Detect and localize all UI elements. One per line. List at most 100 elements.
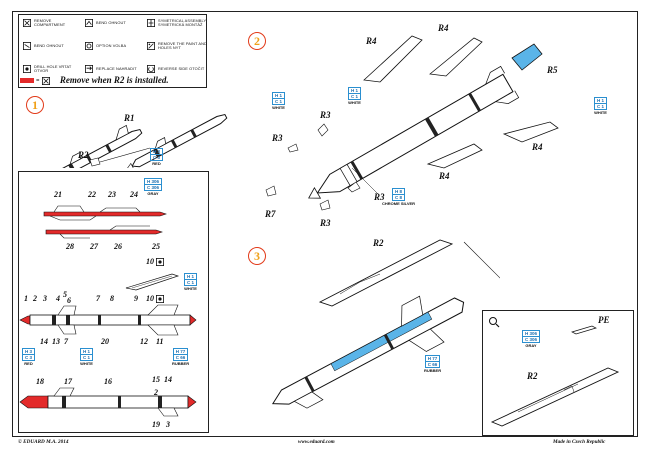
step3-assembled-drawing: [271, 239, 500, 409]
part-number: 7: [64, 337, 68, 346]
legend-item: BEND OHNOUT: [85, 19, 144, 27]
detail-r2-drawing: [490, 367, 620, 427]
legend-text: REMOVE COMPARTMENT: [34, 18, 66, 28]
bend-chinout-icon: [85, 19, 93, 27]
part-number: 23: [108, 190, 116, 199]
left-missile-side-view-2: [19, 387, 197, 417]
pe-fret-drawing: [43, 205, 167, 239]
part-number: 3: [166, 420, 170, 429]
part-number: 10: [146, 294, 154, 303]
part-label-r2: R2: [527, 371, 538, 381]
part-label-r3: R3: [320, 110, 331, 120]
reverse-side-icon: [147, 65, 155, 73]
footer-made-in: Made in Czech Republic: [553, 439, 606, 445]
part-number: 2: [154, 388, 158, 397]
part-label-pe: PE: [598, 315, 610, 325]
pe-part-drawing: [571, 325, 597, 335]
part-number: 26: [114, 242, 122, 251]
legend-item: BEND OHNOUT: [23, 42, 82, 50]
part-label-r4: R4: [532, 142, 543, 152]
part-number: 5: [63, 290, 67, 299]
footer-copyright: © EDUARD M.A. 2014: [18, 439, 69, 445]
part-label-r3: R3: [320, 218, 331, 228]
drill-hole-icon: [23, 65, 31, 74]
part-label-r1: R1: [124, 113, 135, 123]
part-number: 6: [67, 296, 71, 305]
part-label-r4: R4: [438, 23, 449, 33]
legend-item: REPLACE NAHRADIT: [85, 65, 144, 73]
remove-note: = Remove when R2 is installed.: [20, 75, 169, 85]
part-number: 3: [43, 294, 47, 303]
legend-text: DRILL HOLE VRTAT OTVOR: [34, 64, 72, 74]
part-number: 25: [152, 242, 160, 251]
remove-compartment-icon: [41, 76, 50, 85]
left-missile-side-view: [19, 304, 197, 336]
step1-missiles-drawing: [46, 113, 228, 168]
remove-paint-icon: [147, 42, 155, 51]
step-1-marker: 1: [26, 96, 44, 114]
part-number: 10: [146, 257, 154, 266]
part-number: 22: [88, 190, 96, 199]
part-number: 18: [36, 377, 44, 386]
part-number: 9: [134, 294, 138, 303]
part-number: 16: [104, 377, 112, 386]
legend-item: REVERSE SIDE OTOČIT: [147, 65, 213, 73]
part-number: 12: [140, 337, 148, 346]
legend-text: SYMETRICAL ASSEMBLY SYMETRICKÁ MONTÁŽ: [158, 18, 207, 28]
part-number: 21: [54, 190, 62, 199]
part-label-r4: R4: [439, 171, 450, 181]
option-volba-icon: [85, 42, 93, 50]
part-number: 14: [164, 375, 172, 384]
legend-item: SYMETRICAL ASSEMBLY SYMETRICKÁ MONTÁŽ: [147, 18, 213, 28]
part-label-r4: R4: [366, 36, 377, 46]
legend-text: REMOVE THE PAINT AND HOLES NYT: [158, 41, 207, 51]
part-number: 20: [101, 337, 109, 346]
instruction-sheet-frame: [12, 11, 638, 437]
legend-text: REVERSE SIDE OTOČIT: [158, 65, 205, 71]
part-label-r2: R2: [373, 238, 384, 248]
part-number: 4: [56, 294, 60, 303]
legend-box: REMOVE COMPARTMENT BEND OHNOUT SYMETRICA…: [18, 14, 207, 88]
drill-hole-icon: [156, 258, 164, 266]
legend-text: BEND OHNOUT: [34, 42, 64, 48]
part-number: 8: [110, 294, 114, 303]
drill-hole-icon: [156, 295, 164, 303]
step-2-marker: 2: [248, 32, 266, 50]
symmetrical-assembly-icon: [147, 19, 155, 28]
part-number: 11: [156, 337, 164, 346]
remove-note-text: Remove when R2 is installed.: [59, 75, 169, 85]
part-label-r3: R3: [272, 133, 283, 143]
step2-exploded-drawing: [265, 35, 559, 211]
legend-item: REMOVE THE PAINT AND HOLES NYT: [147, 41, 213, 51]
part-number: 24: [130, 190, 138, 199]
step-3-marker: 3: [248, 247, 266, 265]
legend-text: REPLACE NAHRADIT: [96, 65, 137, 71]
footer-url[interactable]: www.eduard.com: [298, 439, 335, 445]
part-label-r5: R5: [547, 65, 558, 75]
part-number: 19: [152, 420, 160, 429]
part-number: 27: [90, 242, 98, 251]
replace-icon: [85, 65, 93, 73]
part-number: 14: [40, 337, 48, 346]
part-label-r7: R7: [265, 209, 276, 219]
part-number: 28: [66, 242, 74, 251]
legend-item: OPTION VOLBA: [85, 42, 144, 50]
part-number: 1: [24, 294, 28, 303]
legend-item: REMOVE COMPARTMENT: [23, 18, 82, 28]
legend-text: OPTION VOLBA: [96, 42, 127, 48]
part-number: 2: [33, 294, 37, 303]
part-number: 7: [96, 294, 100, 303]
part-number: 17: [64, 377, 72, 386]
equals-icon: =: [36, 77, 40, 84]
